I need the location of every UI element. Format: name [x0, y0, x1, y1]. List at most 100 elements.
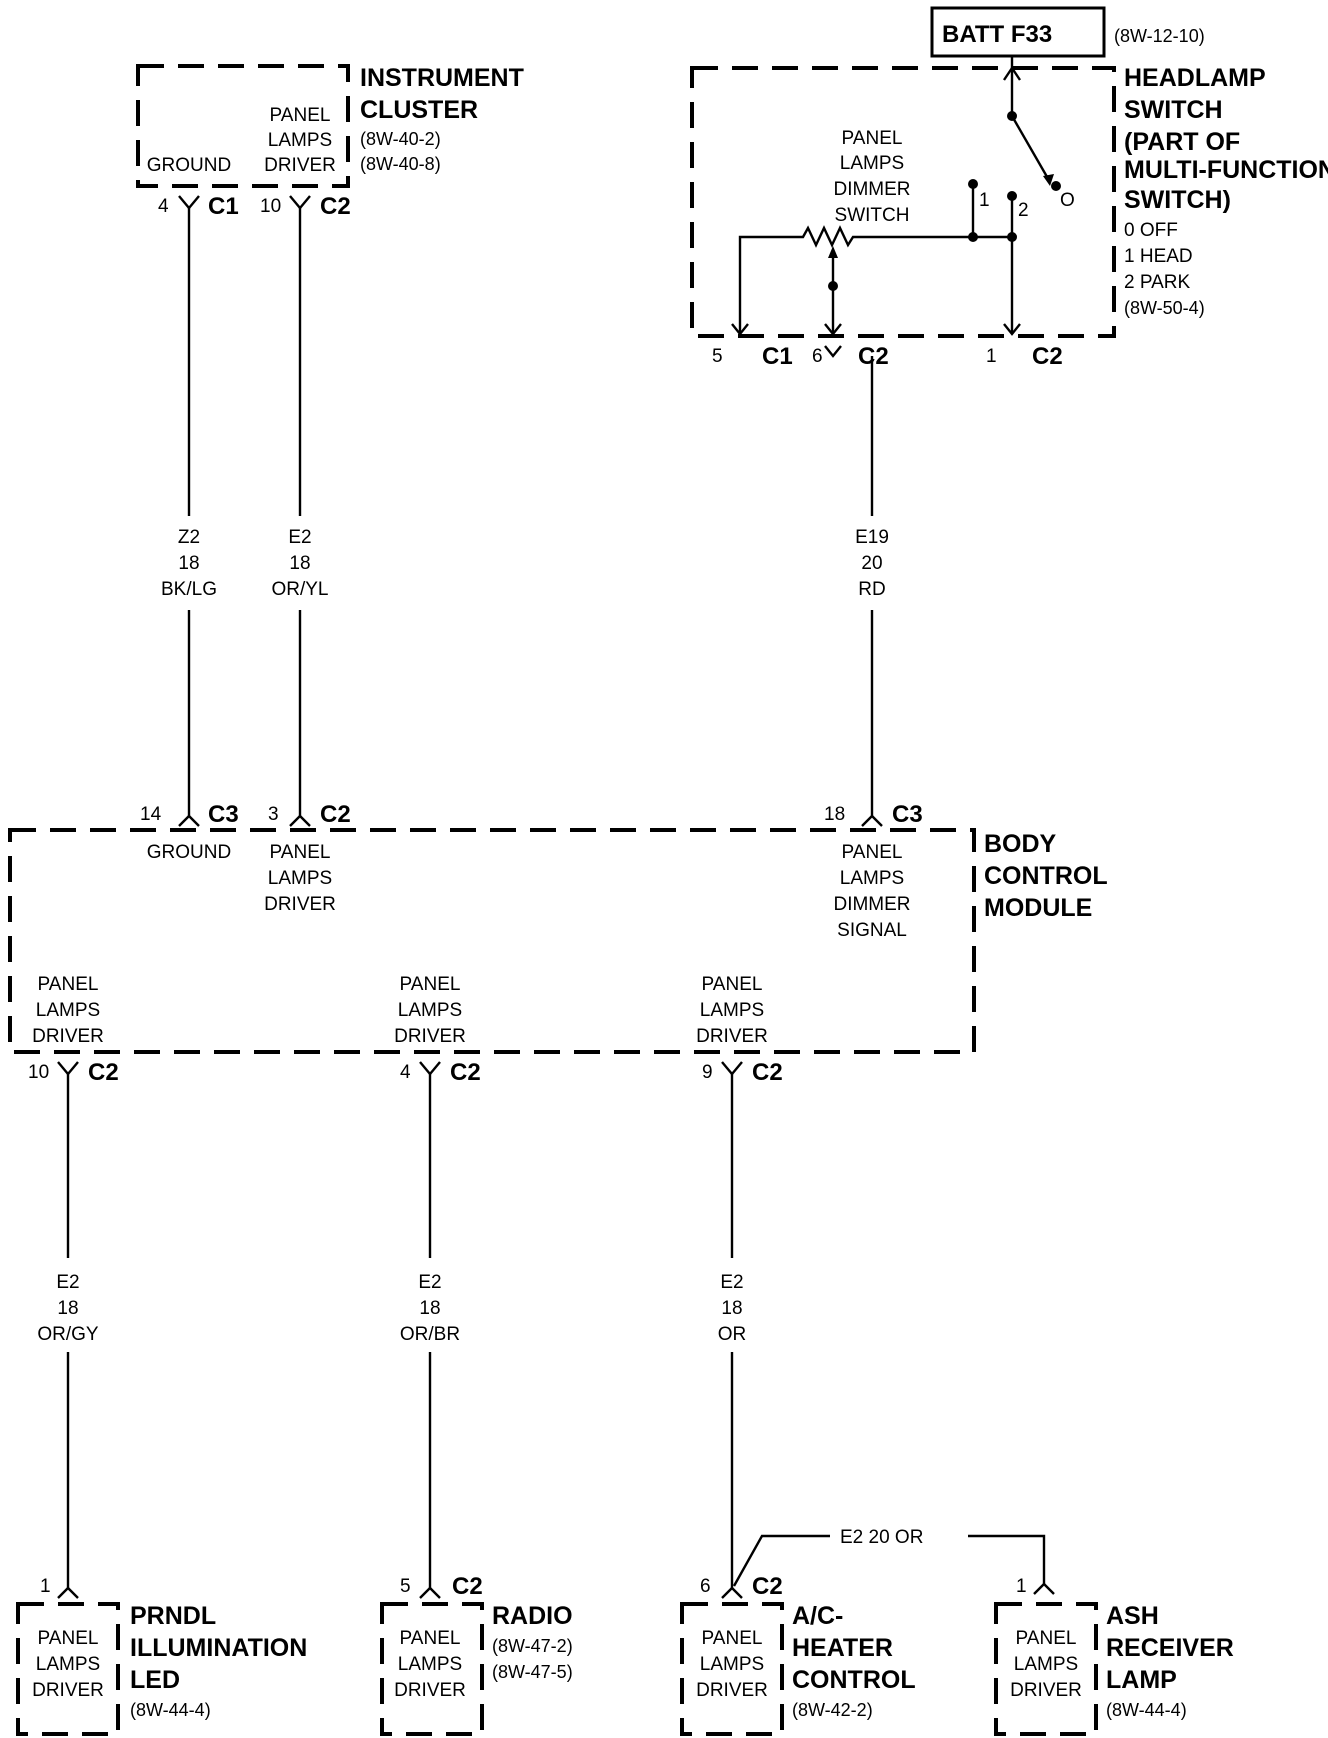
- bcm-ground-label: GROUND: [147, 842, 231, 863]
- radio-inner-2: LAMPS: [398, 1654, 462, 1675]
- radio-inner-1: PANEL: [400, 1628, 461, 1649]
- hs-connector-c1-5: [731, 323, 749, 336]
- dimmer-resistor: [738, 225, 1012, 332]
- wire-e2-orgy-circuit: E2: [56, 1272, 79, 1293]
- radio-title: RADIO: [492, 1602, 573, 1630]
- headlamp-switch-title-1: HEADLAMP: [1124, 64, 1266, 92]
- wire-e2-or-circuit: E2: [720, 1272, 743, 1293]
- radio-box: [380, 1602, 484, 1736]
- bcm-pin-14: 14: [140, 804, 162, 825]
- switch-position-park: 2: [1018, 200, 1029, 221]
- ic-connector-c1-4: [178, 195, 200, 210]
- radio-ref-2: (8W-47-5): [492, 1662, 573, 1682]
- switch-position-head: 1: [979, 190, 990, 211]
- instrument-cluster-title-1: INSTRUMENT: [360, 64, 524, 92]
- ac-heater-pin: 6: [700, 1576, 711, 1597]
- bcm-out2-label-1: PANEL: [400, 974, 461, 995]
- ac-heater-box: [680, 1602, 784, 1736]
- ash-receiver-inner-3: DRIVER: [1010, 1680, 1082, 1701]
- ic-conn-c1: C1: [208, 193, 239, 220]
- fuse-label: BATT F33: [942, 21, 1052, 48]
- ic-pin-10: 10: [260, 196, 281, 217]
- wire-e19-circuit: E19: [855, 527, 889, 548]
- dimmer-label-1: PANEL: [842, 128, 903, 149]
- ac-heater-title-3: CONTROL: [792, 1666, 916, 1694]
- bcm-pin-3: 3: [268, 804, 279, 825]
- radio-inner-3: DRIVER: [394, 1680, 466, 1701]
- ic-driver-label-2: LAMPS: [268, 130, 332, 151]
- wire-e2-orgy-gauge: 18: [57, 1298, 78, 1319]
- switch-position-off: O: [1060, 190, 1075, 211]
- headlamp-switch-ref: (8W-50-4): [1124, 298, 1205, 318]
- radio-ref-1: (8W-47-2): [492, 1636, 573, 1656]
- dimmer-wiper-arrow: [828, 246, 838, 258]
- wire-e2-oryl-circuit: E2: [288, 527, 311, 548]
- wire-e19-color: RD: [858, 579, 885, 600]
- ash-receiver-title-1: ASH: [1106, 1602, 1159, 1630]
- instrument-cluster-box: [136, 64, 350, 188]
- bcm-title-1: BODY: [984, 830, 1057, 858]
- bcm-pin-4: 4: [400, 1062, 411, 1083]
- dimmer-wiper-junction: [828, 281, 838, 291]
- load-radio: 5 C2 PANEL LAMPS DRIVER RADIO (8W-47-2) …: [380, 1573, 573, 1736]
- bcm-out2-label-3: DRIVER: [394, 1026, 466, 1047]
- wire-e2-orbr-gauge: 18: [419, 1298, 440, 1319]
- radio-connector: [419, 1586, 441, 1599]
- ash-receiver-ref: (8W-44-4): [1106, 1700, 1187, 1720]
- wire-e2-oryl-gauge: 18: [289, 553, 310, 574]
- bcm-conn-c2-out1: C2: [88, 1059, 119, 1086]
- ic-driver-label-1: PANEL: [270, 105, 331, 126]
- switch-blade-arrow: [1043, 174, 1054, 186]
- headlamp-legend-head: 1 HEAD: [1124, 246, 1193, 267]
- instrument-cluster-ref-1: (8W-40-2): [360, 129, 441, 149]
- hs-connector-c2-6-lower: [824, 345, 842, 358]
- headlamp-switch-title-5: SWITCH): [1124, 186, 1231, 214]
- bcm-box: [8, 828, 976, 1054]
- bcm-conn-c3-b: C3: [892, 801, 923, 828]
- wire-z2-gauge: 18: [178, 553, 199, 574]
- ic-driver-label-3: DRIVER: [264, 155, 336, 176]
- ash-receiver-connector: [1033, 1582, 1055, 1595]
- dimmer-label-3: DIMMER: [833, 179, 910, 200]
- ac-heater-inner-2: LAMPS: [700, 1654, 764, 1675]
- switch-contact-off: [1051, 181, 1061, 191]
- bcm-out3-label-1: PANEL: [702, 974, 763, 995]
- ash-receiver-pin: 1: [1016, 1576, 1027, 1597]
- bcm-out1-label-3: DRIVER: [32, 1026, 104, 1047]
- bcm-out3-label-3: DRIVER: [696, 1026, 768, 1047]
- bcm-conn-c2-out3: C2: [752, 1059, 783, 1086]
- splice-wire-right: [968, 1534, 1046, 1584]
- bcm-out2-label-2: LAMPS: [398, 1000, 462, 1021]
- wire-z2-circuit: Z2: [178, 527, 200, 548]
- bcm-conn-c3-a: C3: [208, 801, 239, 828]
- hs-conn-c2-a: C2: [858, 343, 889, 370]
- bcm-out3-label-2: LAMPS: [700, 1000, 764, 1021]
- headlamp-switch-box: [690, 66, 1116, 338]
- load-ac-heater-control: 6 C2 PANEL LAMPS DRIVER A/C- HEATER CONT…: [680, 1573, 916, 1736]
- bcm-connector-c3-18: [861, 814, 883, 827]
- ash-receiver-title-3: LAMP: [1106, 1666, 1177, 1694]
- fuse-batt-f33: BATT F33 (8W-12-10): [930, 6, 1205, 58]
- headlamp-switch-title-2: SWITCH: [1124, 96, 1223, 124]
- ash-receiver-inner-2: LAMPS: [1014, 1654, 1078, 1675]
- bcm-pin-9: 9: [702, 1062, 713, 1083]
- body-control-module: BODY CONTROL MODULE 14 C3 GROUND 3 C2 PA…: [8, 801, 1108, 1086]
- wire-e2-oryl-color: OR/YL: [271, 579, 328, 600]
- wire-e19-gauge: 20: [861, 553, 882, 574]
- ic-ground-label: GROUND: [147, 155, 231, 176]
- bcm-out1-label-1: PANEL: [38, 974, 99, 995]
- ic-connector-c2-10: [289, 195, 311, 210]
- wire-z2-color: BK/LG: [161, 579, 217, 600]
- load-ash-receiver-lamp: 1 PANEL LAMPS DRIVER ASH RECEIVER LAMP (…: [994, 1576, 1234, 1736]
- load-prndl: 1 PANEL LAMPS DRIVER PRNDL ILLUMINATION …: [16, 1576, 307, 1736]
- bcm-dimmer-label-2: LAMPS: [840, 868, 904, 889]
- ac-heater-title-1: A/C-: [792, 1602, 843, 1630]
- hs-pin-6: 6: [812, 346, 823, 367]
- instrument-cluster-title-2: CLUSTER: [360, 96, 478, 124]
- bcm-title-3: MODULE: [984, 894, 1092, 922]
- hs-connector-c2-6-upper: [824, 323, 842, 336]
- bcm-conn-c2-out2: C2: [450, 1059, 481, 1086]
- ac-heater-title-2: HEATER: [792, 1634, 893, 1662]
- bcm-driver-label-3: DRIVER: [264, 894, 336, 915]
- wire-e2-orbr-circuit: E2: [418, 1272, 441, 1293]
